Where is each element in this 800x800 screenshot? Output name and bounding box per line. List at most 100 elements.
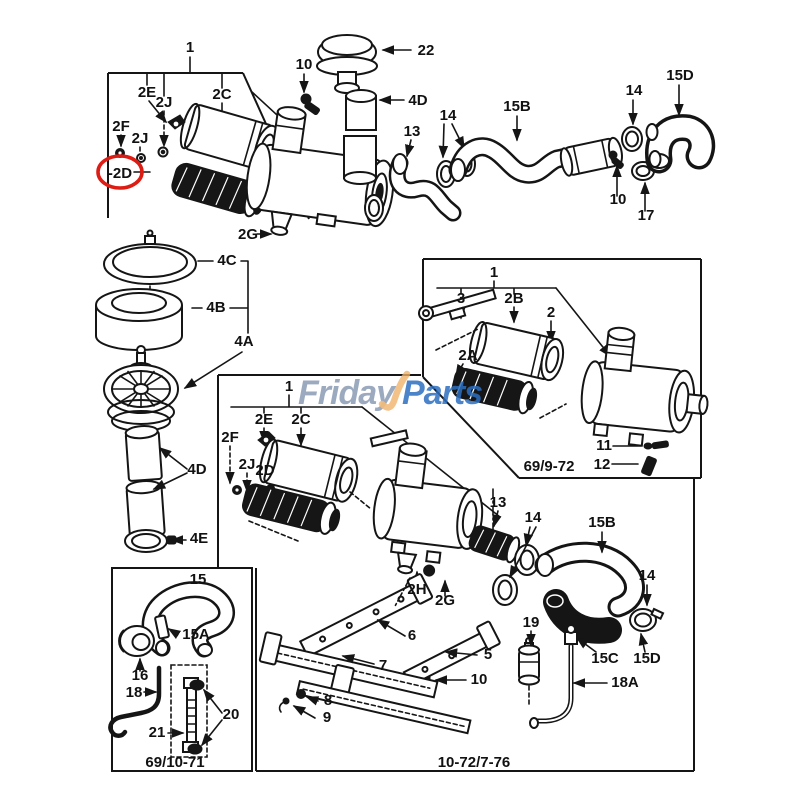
part-label-15d-top: 15D [666,67,694,84]
part-label-4c: 4C [217,252,236,269]
part-label-2f-boxb: 2F [221,429,239,446]
part-label-17: 17 [638,207,655,224]
part-label-10-bracket: 10 [471,671,488,688]
bolt-8 [296,689,306,699]
part-label-21: 21 [149,724,166,741]
part-label-20: 20 [223,706,240,723]
part-label-15c: 15C [591,650,619,667]
sleeve-13 [468,525,521,564]
part-label-2f: 2F [112,118,130,135]
part-label-2j-2: 2J [132,130,149,147]
part-label-2d-boxb: 2D [255,462,274,479]
part-label-6: 6 [408,627,416,644]
pipe-4d [343,89,377,185]
part-label-4d-left: 4D [187,461,206,478]
pipe-4d-left [124,425,166,537]
nut-20-top [189,679,205,691]
part-label-7: 7 [379,657,387,674]
part-label-10-top: 10 [296,56,313,73]
lid-4c [103,229,197,285]
oil-bath-assembly [95,229,249,553]
part-label-2e: 2E [138,84,156,101]
caption-10-72-7-76: 10-72/7-76 [438,754,511,771]
tube-18a [529,624,578,729]
canister-69-9-72 [580,326,709,447]
part-label-2: 2 [547,304,555,321]
part-label-14-lower: 14 [639,567,656,584]
part-label-2g-top: 2G [238,226,258,243]
cross-member-7 [258,631,439,699]
part-labels: 1 2E 2J 2C 2F 2J -2D 2G 22 10 4D 13 14 1… [108,39,694,741]
part-label-14-right: 14 [626,82,643,99]
rod-18 [108,665,162,738]
part-label-2d-highlighted: -2D [108,165,132,182]
watermark: Friday Parts [298,370,483,412]
part-label-11: 11 [596,437,612,454]
breather-19 [518,637,540,686]
part-label-2j: 2J [156,94,173,111]
stud-15a [154,614,170,640]
bowl-4b [95,288,183,351]
part-label-5: 5 [484,646,492,663]
lower-rail [295,679,472,735]
caption-69-9-72: 69/9-72 [524,458,575,475]
part-label-2b: 2B [504,290,523,307]
clamp-14-center2 [492,574,518,606]
part-label-18: 18 [126,684,143,701]
part-label-8: 8 [324,692,332,709]
baffle-wheel [103,345,179,432]
part-label-1-top: 1 [186,39,194,56]
ring-15d [629,608,657,632]
part-label-12: 12 [594,456,611,473]
part-label-15a: 15A [182,626,210,643]
part-label-14-center: 14 [525,509,542,526]
filter-element-2b [468,320,565,382]
filter-element-2c-b [258,438,359,503]
elbow-15c [543,589,622,644]
part-label-14-top: 14 [440,107,457,124]
caption-69-10-71: 69/10-71 [145,754,204,771]
screw-12 [641,455,657,477]
bushing-16 [118,625,155,657]
part-label-4e: 4E [190,530,208,547]
top-intake-parts [299,34,716,222]
gasket-ring [364,194,384,222]
highlight-circle-2d [96,154,144,190]
part-label-1-boxa: 1 [490,264,498,281]
box-69-10-71 [108,567,253,772]
grooved-element-2a [451,367,538,415]
part-label-9: 9 [323,709,331,726]
part-label-18a: 18A [611,674,639,691]
part-label-1-boxb: 1 [285,378,293,395]
watermark-check-icon [378,370,411,411]
part-label-15: 15 [190,571,207,588]
part-label-4b: 4B [206,299,225,316]
part-label-4d-top: 4D [408,92,427,109]
part-label-2h: 2H [407,581,426,598]
grooved-element-2d-b [242,483,341,535]
part-label-4a: 4A [234,333,253,350]
part-label-16: 16 [132,667,149,684]
part-label-2e-boxb: 2E [255,411,273,428]
clamp-14c [621,126,643,152]
clip-9 [282,697,290,705]
box-69-9-72 [418,258,709,479]
part-label-19: 19 [523,614,540,631]
part-label-15d-lower: 15D [633,650,661,667]
watermark-parts: Parts [402,374,482,412]
part-label-2j-boxb: 2J [239,456,256,473]
part-label-3: 3 [457,290,465,307]
part-label-10-right: 10 [610,191,627,208]
part-label-13-top: 13 [404,123,421,140]
part-label-22: 22 [418,42,435,59]
clip-11 [643,442,653,450]
part-label-2c-boxb: 2C [291,411,310,428]
part-label-2g-boxb: 2G [435,592,455,609]
cap-22 [316,34,378,94]
part-label-2a: 2A [458,347,477,364]
clamp-4e [124,529,177,553]
canister-center [369,429,484,577]
part-label-15b-top: 15B [503,98,531,115]
